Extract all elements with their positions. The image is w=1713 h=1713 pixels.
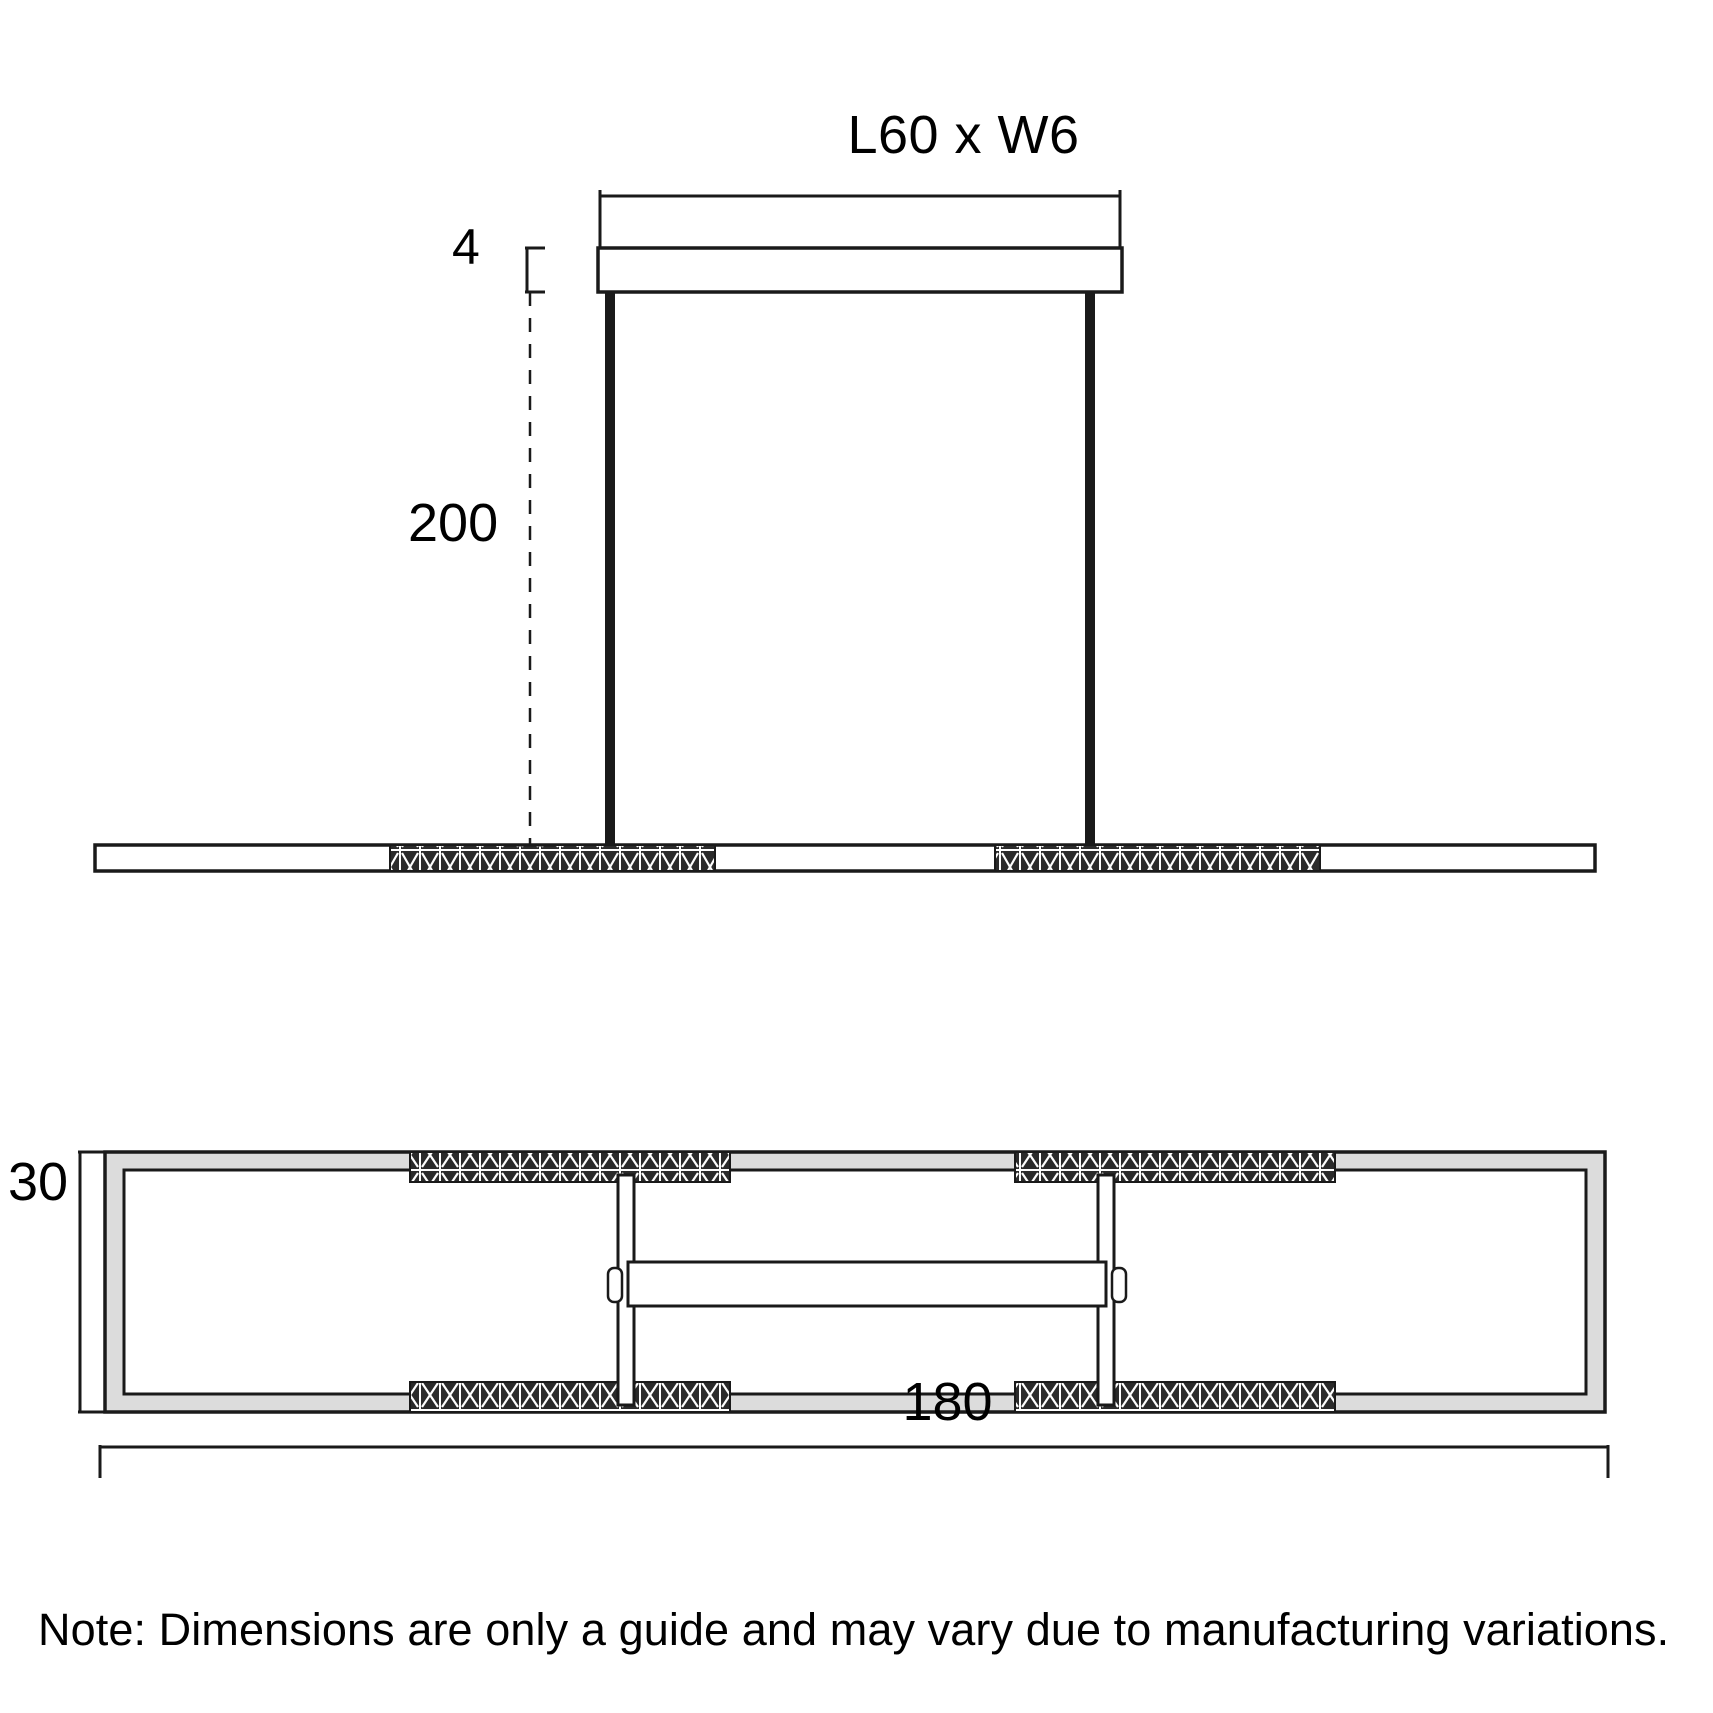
fixture-length-text: 180 [902, 1372, 993, 1432]
fixture-height-label: 30 [8, 1152, 69, 1212]
crystal-segment-right-plan-bottom [1014, 1381, 1336, 1413]
crystal-segment-right-front [994, 844, 1321, 872]
fixture-bar-front [93, 843, 1597, 873]
plan-view [103, 1150, 1607, 1414]
canopy-dimension-text: L60 x W6 [847, 105, 1080, 165]
manufacturing-note: Note: Dimensions are only a guide and ma… [38, 1604, 1670, 1655]
canopy-height-dimension [525, 246, 545, 294]
crystal-segment-left-plan-top [409, 1151, 731, 1183]
front-elevation-view [93, 246, 1597, 873]
canopy-block [596, 246, 1124, 294]
plan-central-rail [626, 1260, 1108, 1308]
canopy-dimension-label: L60 x W6 [0, 108, 1713, 162]
canopy-height-label: 4 [452, 219, 480, 275]
drop-height-dimension [505, 292, 555, 847]
suspension-cable-left [605, 292, 615, 852]
canopy-width-dimension [598, 190, 1122, 250]
crystal-segment-right-plan-top [1014, 1151, 1336, 1183]
crystal-segment-left-plan-bottom [409, 1381, 731, 1413]
crystal-segment-left-front [389, 844, 716, 872]
drop-height-label: 200 [408, 493, 499, 553]
plan-tab-left [606, 1266, 624, 1304]
fixture-length-label: 180 [0, 1375, 1713, 1429]
plan-tab-right [1110, 1266, 1128, 1304]
fixture-height-dimension [78, 1150, 110, 1414]
suspension-cable-right [1085, 292, 1095, 852]
fixture-length-dimension [98, 1445, 1610, 1478]
